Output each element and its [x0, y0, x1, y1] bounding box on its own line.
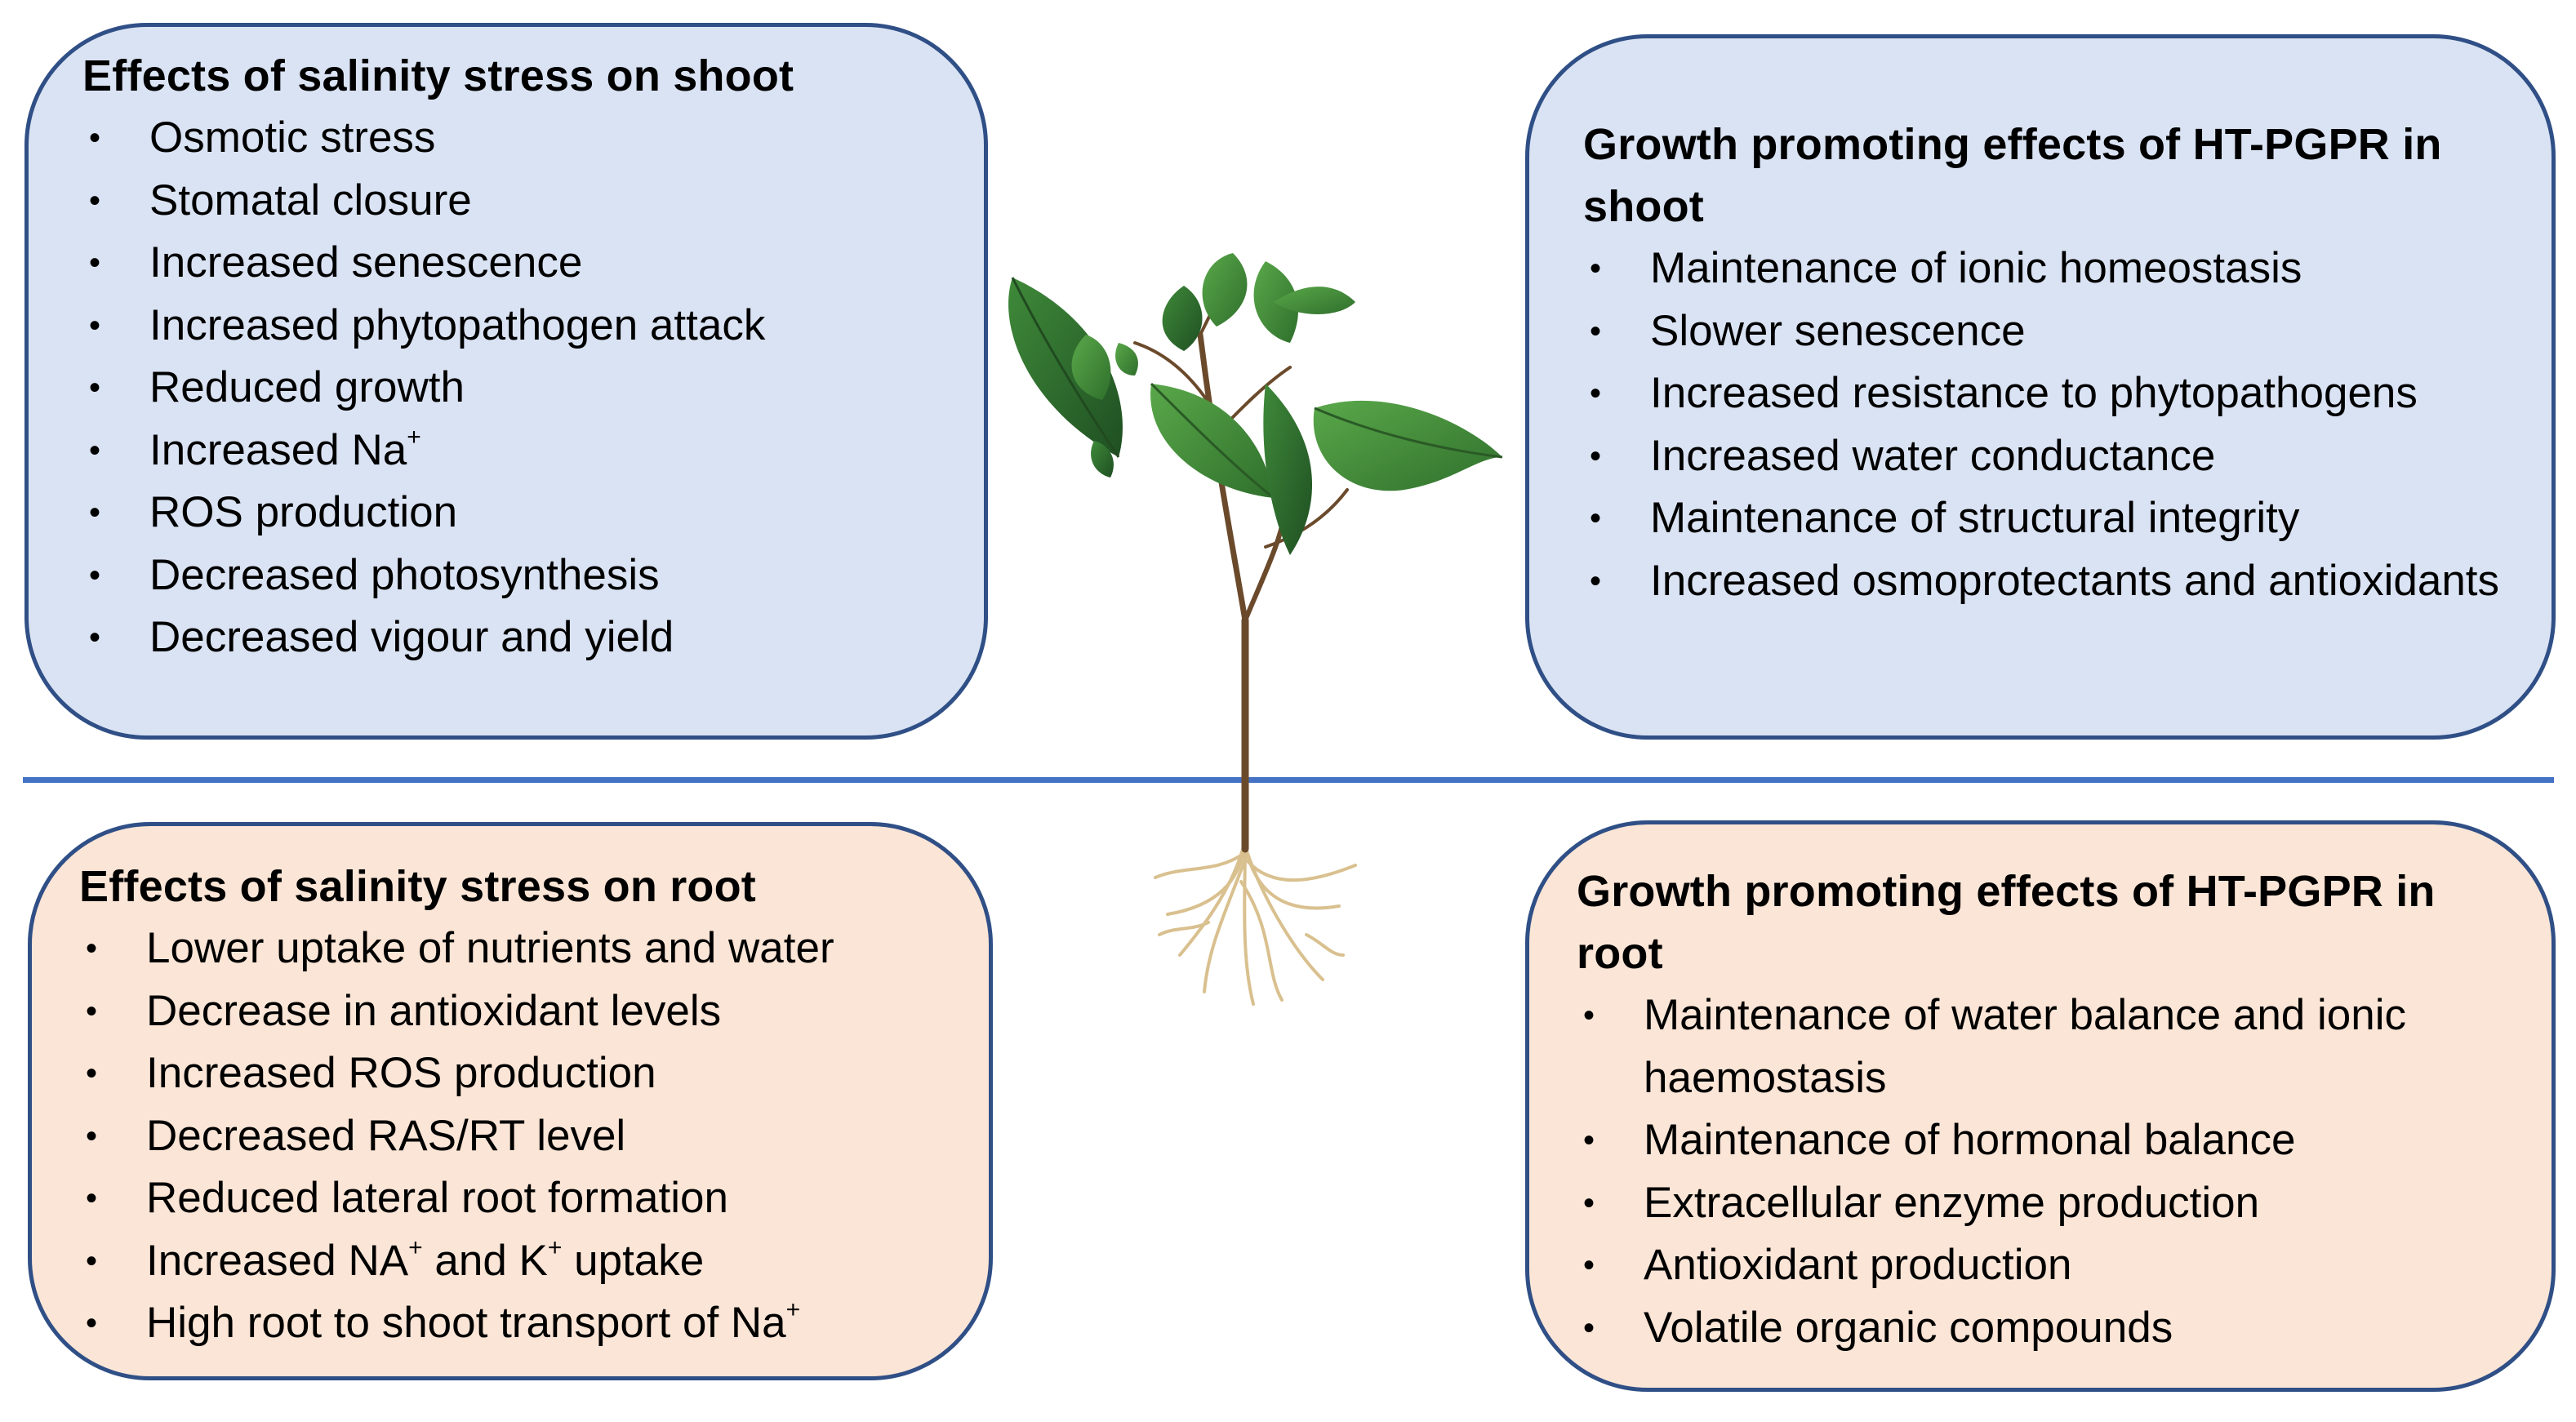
bullet-icon: •	[1590, 251, 1602, 287]
bullet-icon: •	[1583, 1309, 1595, 1346]
root-pgpr-list: •Maintenance of water balance and ionic …	[1577, 984, 2552, 1359]
bullet-icon: •	[1590, 375, 1602, 411]
list-item: •Lower uptake of nutrients and water	[79, 918, 989, 980]
soil-line-divider	[23, 777, 2554, 783]
list-item: •Increased ROS production	[79, 1042, 989, 1105]
list-item: •ROS production	[82, 482, 984, 544]
list-item: •Increased NA+ and K+ uptake	[79, 1230, 989, 1293]
bullet-icon: •	[89, 370, 101, 406]
shoot-pgpr-title: Growth promoting effects of HT-PGPR in s…	[1583, 120, 2442, 231]
list-item: •Decrease in antioxidant levels	[79, 980, 989, 1043]
list-item: •Increased senescence	[82, 232, 984, 295]
superscript-plus: +	[547, 1233, 563, 1261]
superscript-plus: +	[408, 1233, 423, 1261]
bullet-icon: •	[1590, 438, 1602, 474]
list-item: •Maintenance of hormonal balance	[1577, 1109, 2550, 1172]
bullet-icon: •	[89, 245, 101, 281]
root-pgpr-box: Growth promoting effects of HT-PGPR in r…	[1525, 820, 2556, 1392]
plant-illustration	[1008, 253, 1503, 1006]
shoot-stress-box: Effects of salinity stress on shoot •Osm…	[24, 23, 988, 740]
bullet-icon: •	[1590, 562, 1602, 599]
list-item: •Maintenance of ionic homeostasis	[1583, 238, 2524, 300]
list-item: •Increased water conductance	[1583, 425, 2524, 488]
bullet-icon: •	[86, 1305, 98, 1341]
list-item: •Volatile organic compounds	[1577, 1297, 2550, 1360]
list-item: •Maintenance of structural integrity	[1583, 487, 2524, 550]
bullet-icon: •	[1590, 313, 1602, 349]
bullet-icon: •	[86, 931, 98, 967]
leaves-group	[1008, 253, 1503, 555]
root-stress-list: •Lower uptake of nutrients and water •De…	[79, 918, 989, 1355]
list-item: •Increased phytopathogen attack	[82, 295, 984, 358]
list-item: •Decreased vigour and yield	[82, 607, 984, 669]
bullet-icon: •	[1583, 1184, 1595, 1221]
list-item: •Stomatal closure	[82, 170, 984, 233]
list-item: •Reduced lateral root formation	[79, 1167, 989, 1230]
list-item: •Reduced growth	[82, 357, 984, 420]
bullet-icon: •	[1583, 998, 1595, 1033]
bullet-icon: •	[89, 557, 101, 593]
bullet-icon: •	[86, 1055, 98, 1091]
roots-group	[1154, 839, 1357, 1006]
bullet-icon: •	[89, 432, 101, 469]
superscript-plus: +	[407, 423, 421, 451]
list-item: •Antioxidant production	[1577, 1234, 2550, 1297]
shoot-pgpr-list: •Maintenance of ionic homeostasis •Slowe…	[1583, 238, 2552, 612]
bullet-icon: •	[86, 993, 98, 1029]
bullet-icon: •	[86, 1180, 98, 1216]
bullet-icon: •	[86, 1242, 98, 1279]
bullet-icon: •	[1583, 1122, 1595, 1158]
list-item: •Increased resistance to phytopathogens	[1583, 362, 2524, 425]
bullet-icon: •	[86, 1118, 98, 1154]
shoot-stress-list: •Osmotic stress •Stomatal closure •Incre…	[82, 107, 984, 669]
list-item: •Osmotic stress	[82, 107, 984, 170]
list-item: •Increased Na+	[82, 420, 984, 482]
shoot-pgpr-box: Growth promoting effects of HT-PGPR in s…	[1525, 34, 2556, 740]
bullet-icon: •	[1590, 500, 1602, 536]
list-item: •Decreased photosynthesis	[82, 544, 984, 607]
list-item: •Slower senescence	[1583, 300, 2524, 363]
bullet-icon: •	[89, 620, 101, 655]
list-item: •Increased osmoprotectants and antioxida…	[1583, 550, 2524, 613]
bullet-icon: •	[89, 495, 101, 531]
root-pgpr-title: Growth promoting effects of HT-PGPR in r…	[1577, 867, 2436, 978]
list-item: •Decreased RAS/RT level	[79, 1105, 989, 1168]
bullet-icon: •	[1583, 1247, 1595, 1283]
list-item: •High root to shoot transport of Na+	[79, 1292, 989, 1355]
list-item: •Extracellular enzyme production	[1577, 1172, 2550, 1235]
bullet-icon: •	[89, 120, 101, 156]
superscript-plus: +	[785, 1296, 801, 1323]
root-stress-box: Effects of salinity stress on root •Lowe…	[28, 822, 993, 1380]
stem-group	[1133, 260, 1349, 853]
list-item: •Maintenance of water balance and ionic …	[1577, 984, 2550, 1109]
shoot-stress-title: Effects of salinity stress on shoot	[82, 51, 794, 100]
bullet-icon: •	[89, 182, 101, 219]
root-stress-title: Effects of salinity stress on root	[79, 862, 756, 911]
bullet-icon: •	[89, 307, 101, 344]
